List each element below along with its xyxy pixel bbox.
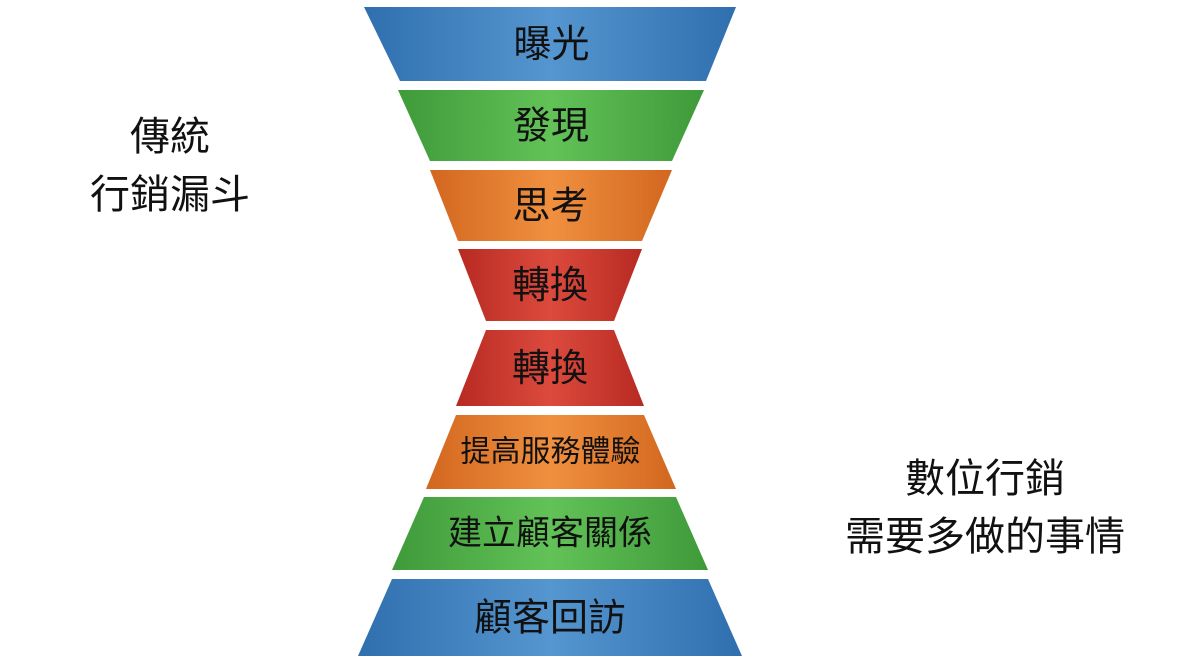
digital-marketing-label: 數位行銷 需要多做的事情 (820, 450, 1150, 566)
traditional-funnel-label-line2: 行銷漏斗 (90, 172, 250, 218)
funnel-stage-8: 顧客回訪 (358, 579, 742, 656)
digital-marketing-label-line2: 需要多做的事情 (845, 514, 1125, 560)
funnel-stage-2-label: 發現 (513, 104, 589, 148)
funnel-stage-6-label: 提高服務體驗 (461, 435, 641, 470)
traditional-funnel-label: 傳統 行銷漏斗 (70, 108, 270, 224)
funnel-stage-8-shape (358, 579, 742, 656)
funnel-stage-4: 轉換 (458, 249, 642, 321)
funnel-stage-2: 發現 (398, 90, 704, 161)
funnel-stage-4-label: 轉換 (512, 263, 588, 307)
funnel-stage-5-label: 轉換 (512, 346, 588, 390)
funnel-stage-5-shape (456, 330, 644, 406)
funnel-stage-7: 建立顧客關係 (392, 497, 708, 570)
funnel-stage-1-label: 曝光 (513, 22, 589, 66)
digital-marketing-label-line1: 數位行銷 (905, 456, 1065, 502)
funnel-stage-8-label: 顧客回訪 (474, 596, 626, 640)
funnel-stage-7-shape (392, 497, 708, 570)
funnel-stage-4-shape (458, 249, 642, 321)
funnel-stage-1: 曝光 (364, 7, 736, 81)
funnel-stage-5: 轉換 (456, 330, 644, 406)
funnel-stage-6: 提高服務體驗 (426, 415, 676, 489)
funnel-stage-1-shape (364, 7, 736, 81)
funnel-stage-6-shape (426, 415, 676, 489)
traditional-funnel-label-line1: 傳統 (130, 114, 210, 160)
funnel-stage-2-shape (398, 90, 704, 161)
funnel-stage-3-shape (430, 170, 672, 241)
funnel-stage-7-label: 建立顧客關係 (448, 514, 652, 554)
funnel-stage-3: 思考 (430, 170, 672, 241)
funnel-stage-3-label: 思考 (512, 184, 588, 228)
